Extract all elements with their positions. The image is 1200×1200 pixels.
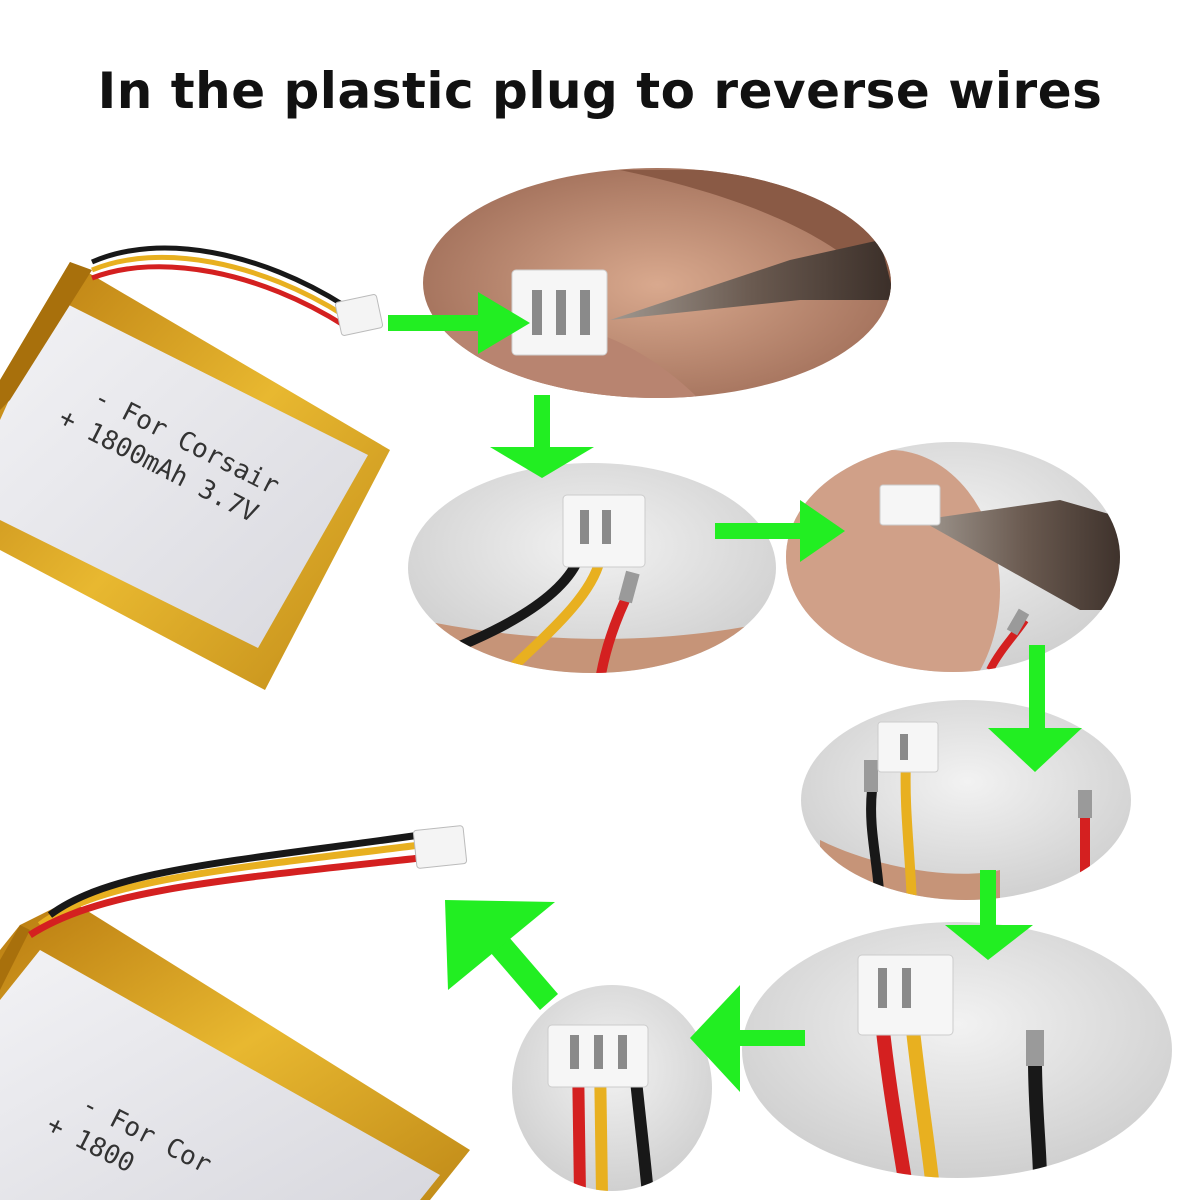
battery-bottom-wire-black <box>47 831 421 918</box>
battery-top-wire-red <box>91 264 347 329</box>
battery-top-edge <box>0 262 92 410</box>
battery-bottom-wire-red <box>28 854 421 938</box>
battery-top-wire-yellow <box>91 254 347 319</box>
step-photo-1 <box>423 168 891 398</box>
step-photo-6 <box>512 985 712 1191</box>
battery-bottom: - For Cor + 1800 <box>0 825 470 1200</box>
battery-bottom-edge <box>0 925 30 990</box>
battery-top: - For Corsair + 1800mAh 3.7V <box>0 245 390 690</box>
arrow-up-left-1 <box>445 900 558 1010</box>
step-photo-5 <box>742 922 1172 1178</box>
arrow-left-1 <box>690 985 805 1092</box>
arrow-down-1 <box>490 395 594 478</box>
arrow-right-1 <box>388 292 530 354</box>
battery-top-wire-black <box>90 245 347 309</box>
arrow-down-2 <box>988 645 1082 772</box>
page-title: In the plastic plug to reverse wires <box>97 62 1103 120</box>
step-photo-4 <box>801 700 1131 900</box>
battery-bottom-connector <box>412 825 468 869</box>
battery-bottom-label <box>0 950 440 1200</box>
battery-top-connector <box>334 294 384 336</box>
arrow-down-3 <box>945 870 1033 960</box>
arrow-right-2 <box>715 500 845 562</box>
step-photo-2 <box>408 463 776 673</box>
battery-top-label <box>0 298 368 648</box>
battery-bottom-wire-yellow <box>37 841 421 928</box>
step-photo-3 <box>786 442 1120 672</box>
arrows <box>388 292 1082 1092</box>
